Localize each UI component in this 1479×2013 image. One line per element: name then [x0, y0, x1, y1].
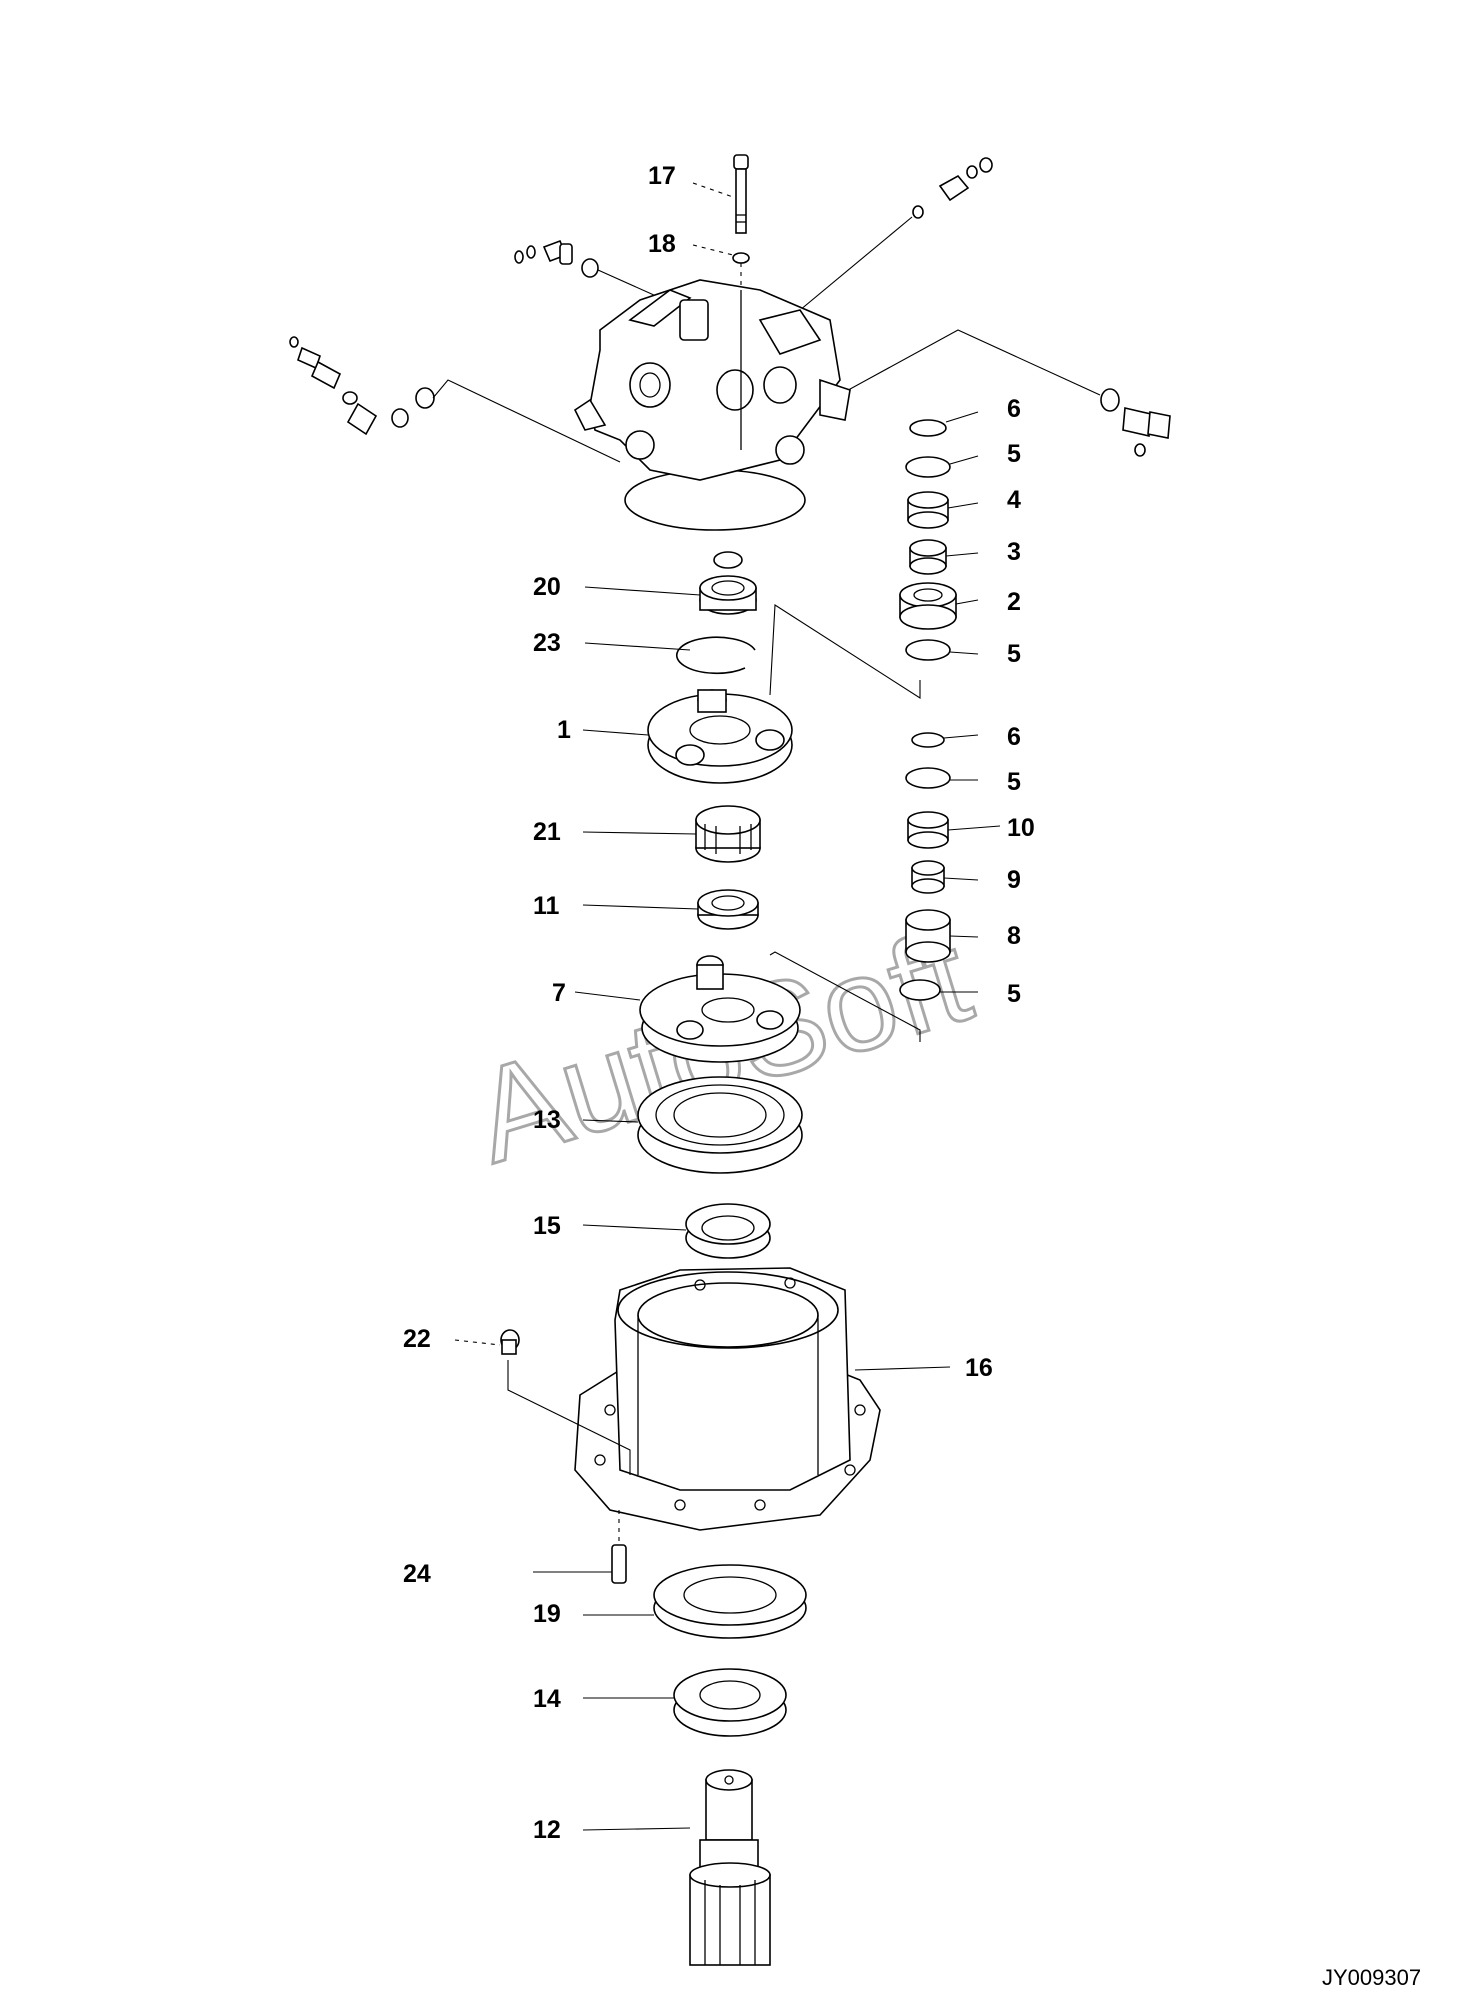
callout-24: 24: [403, 1560, 431, 1588]
callout-20: 20: [533, 573, 561, 601]
callout-18: 18: [648, 230, 676, 258]
callout-8: 8: [1007, 922, 1021, 950]
part-planet-gear-2: [899, 582, 957, 630]
callout-6: 6: [1007, 723, 1021, 751]
callout-7: 7: [552, 979, 566, 1007]
part-washer-5b: [905, 639, 951, 661]
part-bearing-14: [673, 1668, 787, 1737]
part-bolt-17: [733, 154, 749, 234]
callout-5: 5: [1007, 980, 1021, 1008]
callout-6: 6: [1007, 395, 1021, 423]
callout-11: 11: [533, 892, 560, 920]
part-snap-ring-6a: [909, 419, 947, 437]
part-seal-19: [653, 1564, 807, 1639]
callout-14: 14: [533, 1685, 561, 1713]
callout-5: 5: [1007, 640, 1021, 668]
callout-4: 4: [1007, 486, 1021, 514]
part-carrier-1: [647, 689, 793, 784]
part-needle-bearing-10: [907, 811, 949, 849]
callout-15: 15: [533, 1212, 561, 1240]
callout-17: 17: [648, 162, 676, 190]
part-bearing-13: [637, 1076, 803, 1174]
part-washer-5d: [899, 979, 941, 1001]
callout-5: 5: [1007, 440, 1021, 468]
callout-10: 10: [1007, 814, 1035, 842]
part-bushing-3: [909, 539, 947, 575]
part-motor-housing: [573, 279, 851, 531]
part-snap-ring-23: [675, 636, 756, 675]
callout-13: 13: [533, 1106, 561, 1134]
part-nut-11: [697, 889, 759, 930]
part-gear-21: [695, 805, 761, 863]
callout-2: 2: [1007, 588, 1021, 616]
callout-9: 9: [1007, 866, 1021, 894]
relief-valve-fittings-left: [289, 336, 435, 436]
callout-23: 23: [533, 629, 561, 657]
callout-16: 16: [965, 1354, 993, 1382]
part-washer-5c: [905, 767, 951, 789]
part-washer-5a: [905, 456, 951, 478]
drawing-code: JY009307: [1322, 1965, 1421, 1990]
callout-5: 5: [1007, 768, 1021, 796]
callout-21: 21: [533, 818, 561, 846]
callout-3: 3: [1007, 538, 1021, 566]
callout-22: 22: [403, 1325, 431, 1353]
leader-lines: [454, 182, 1001, 1831]
part-bushing-9: [911, 860, 945, 894]
callout-12: 12: [533, 1816, 561, 1844]
part-bearing-20: [699, 575, 757, 615]
part-washer-18: [732, 252, 750, 264]
part-case-16: [574, 1267, 881, 1531]
callout-19: 19: [533, 1600, 561, 1628]
part-pin-24: [611, 1544, 627, 1584]
callout-1: 1: [557, 716, 571, 744]
plug-fittings-top-right: [912, 157, 993, 219]
part-shaft-12: [689, 1769, 771, 1966]
part-snap-ring-6b: [911, 732, 945, 748]
plug-fittings-top-left: [514, 239, 599, 278]
relief-valve-fittings-right: [1100, 388, 1171, 457]
part-plug-22: [500, 1329, 520, 1355]
part-o-ring: [713, 551, 743, 569]
part-oil-seal-15: [685, 1203, 771, 1259]
part-carrier-7: [639, 955, 801, 1063]
part-planet-gear-8: [905, 909, 951, 963]
swing-motor-assembly: [289, 154, 1171, 531]
part-needle-bearing-4: [907, 491, 949, 529]
